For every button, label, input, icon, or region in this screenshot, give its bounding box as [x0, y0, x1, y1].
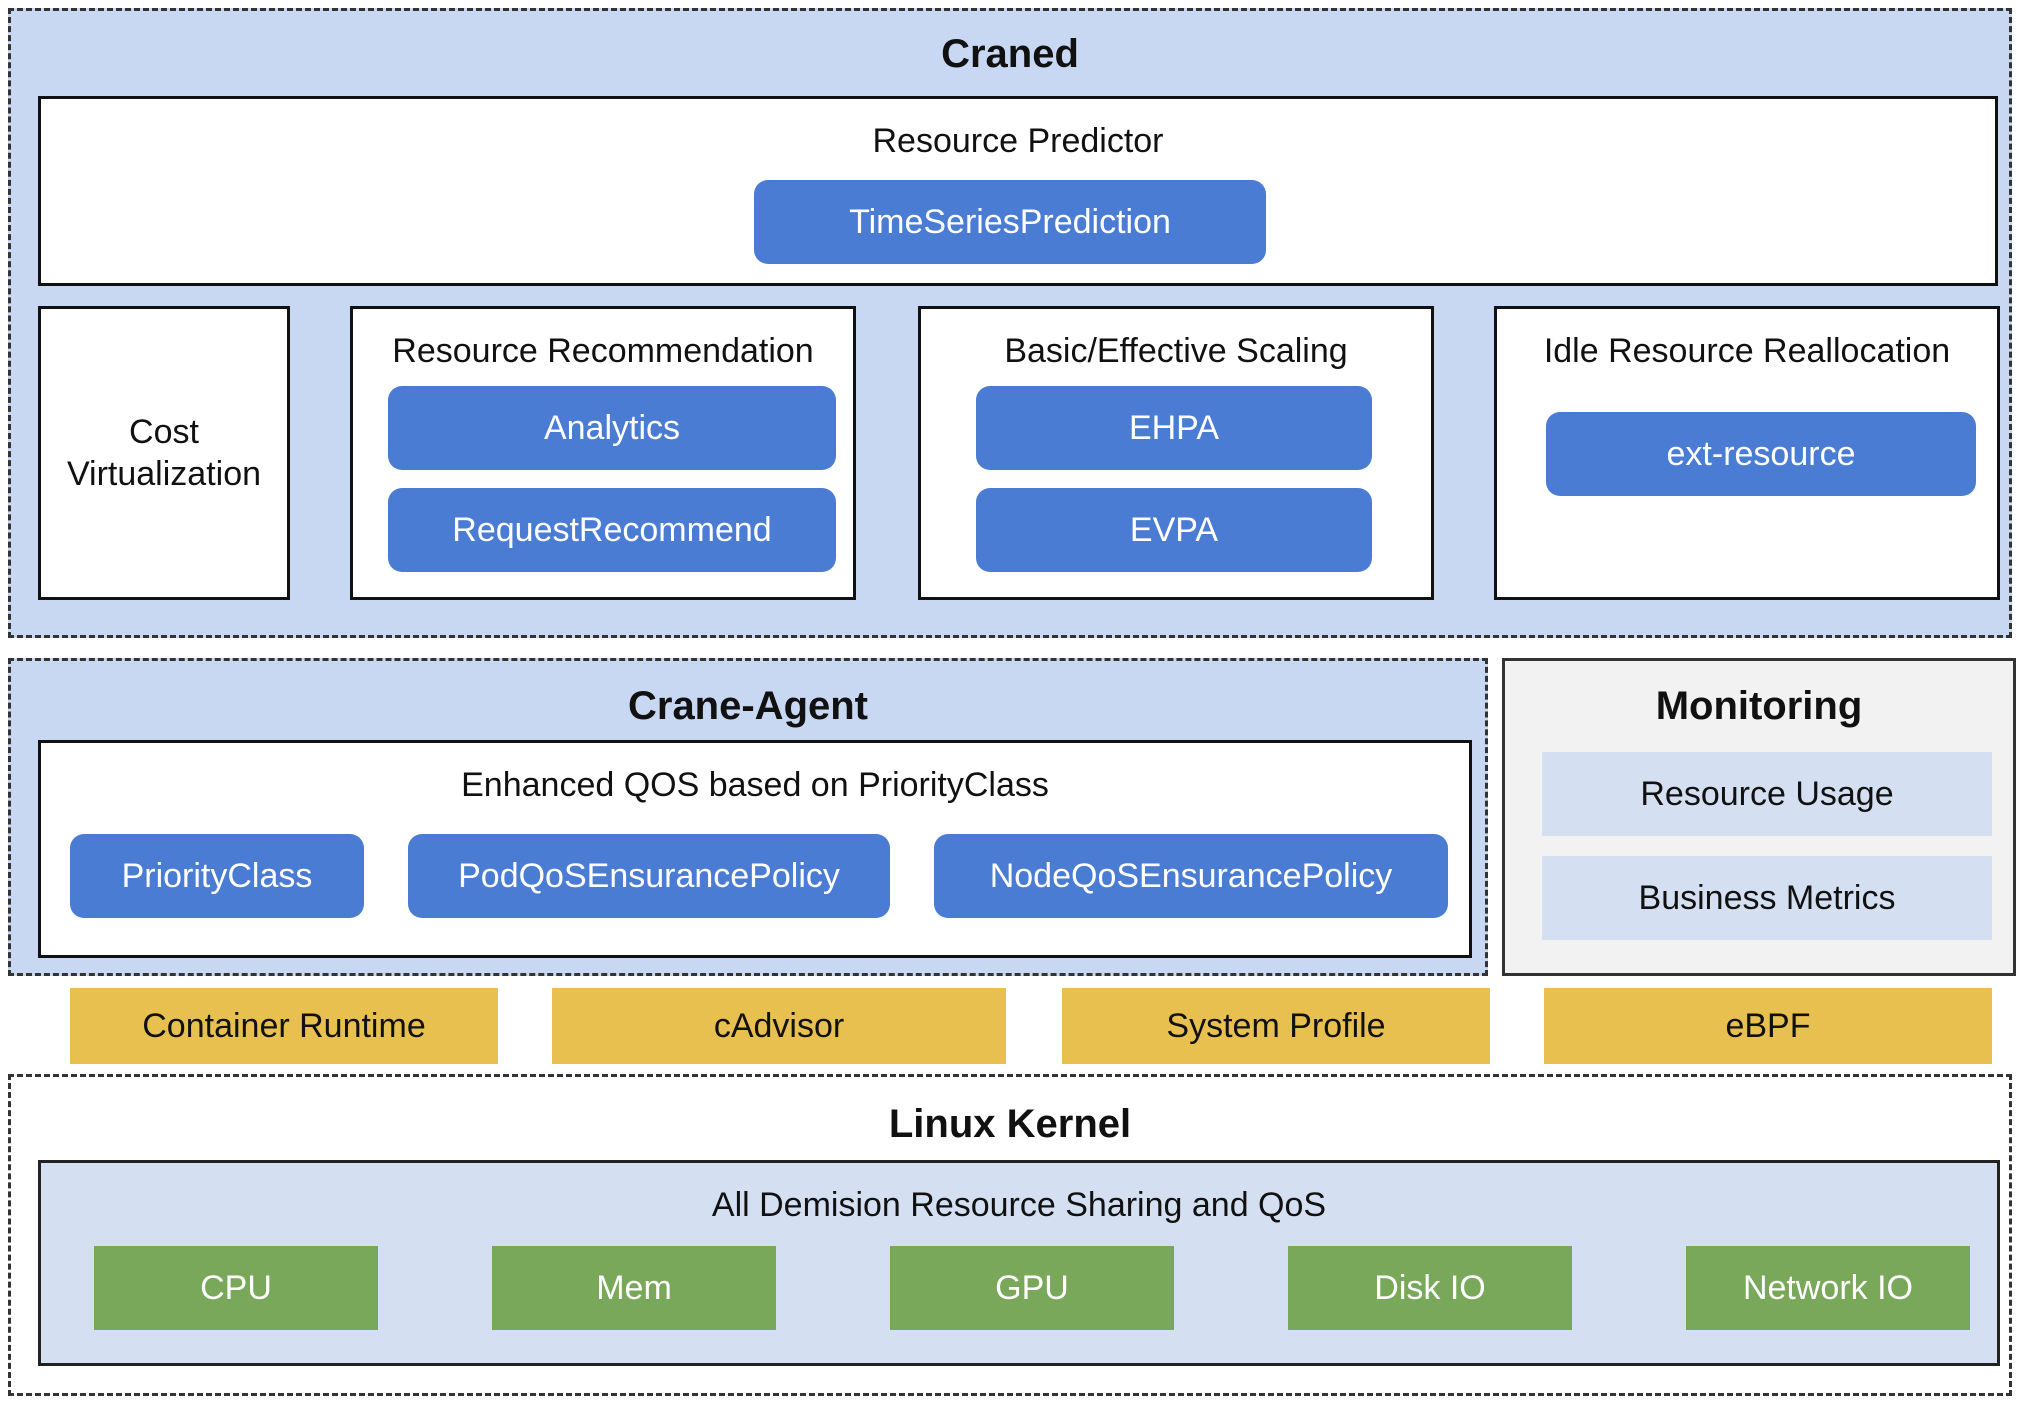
- resource-sharing-title: All Demision Resource Sharing and QoS: [711, 1186, 1327, 1224]
- idle-reallocation-title: Idle Resource Reallocation: [1543, 332, 1951, 370]
- system-profile-box: System Profile: [1062, 988, 1490, 1064]
- request-recommend-pill: RequestRecommend: [388, 488, 836, 572]
- container-runtime-box: Container Runtime: [70, 988, 498, 1064]
- craned-title: Craned: [941, 32, 1079, 76]
- node-qos-policy-pill: NodeQoSEnsurancePolicy: [934, 834, 1448, 918]
- ebpf-box: eBPF: [1544, 988, 1992, 1064]
- disk-io-box: Disk IO: [1288, 1246, 1572, 1330]
- pod-qos-policy-pill: PodQoSEnsurancePolicy: [408, 834, 890, 918]
- analytics-pill: Analytics: [388, 386, 836, 470]
- cost-virtualization-box: Cost Virtualization: [38, 306, 290, 600]
- linux-kernel-title: Linux Kernel: [888, 1102, 1132, 1146]
- crane-agent-title: Crane-Agent: [627, 684, 869, 728]
- monitoring-title: Monitoring: [1655, 684, 1863, 728]
- resource-usage-box: Resource Usage: [1542, 752, 1992, 836]
- business-metrics-box: Business Metrics: [1542, 856, 1992, 940]
- evpa-pill: EVPA: [976, 488, 1372, 572]
- scaling-title: Basic/Effective Scaling: [1004, 332, 1348, 370]
- priorityclass-pill: PriorityClass: [70, 834, 364, 918]
- ehpa-pill: EHPA: [976, 386, 1372, 470]
- cpu-box: CPU: [94, 1246, 378, 1330]
- resource-predictor-title: Resource Predictor: [872, 122, 1164, 160]
- resource-recommendation-title: Resource Recommendation: [392, 332, 814, 370]
- cadvisor-box: cAdvisor: [552, 988, 1006, 1064]
- ext-resource-pill: ext-resource: [1546, 412, 1976, 496]
- network-io-box: Network IO: [1686, 1246, 1970, 1330]
- timeseries-prediction-pill: TimeSeriesPrediction: [754, 180, 1266, 264]
- gpu-box: GPU: [890, 1246, 1174, 1330]
- enhanced-qos-title: Enhanced QOS based on PriorityClass: [461, 766, 1049, 804]
- mem-box: Mem: [492, 1246, 776, 1330]
